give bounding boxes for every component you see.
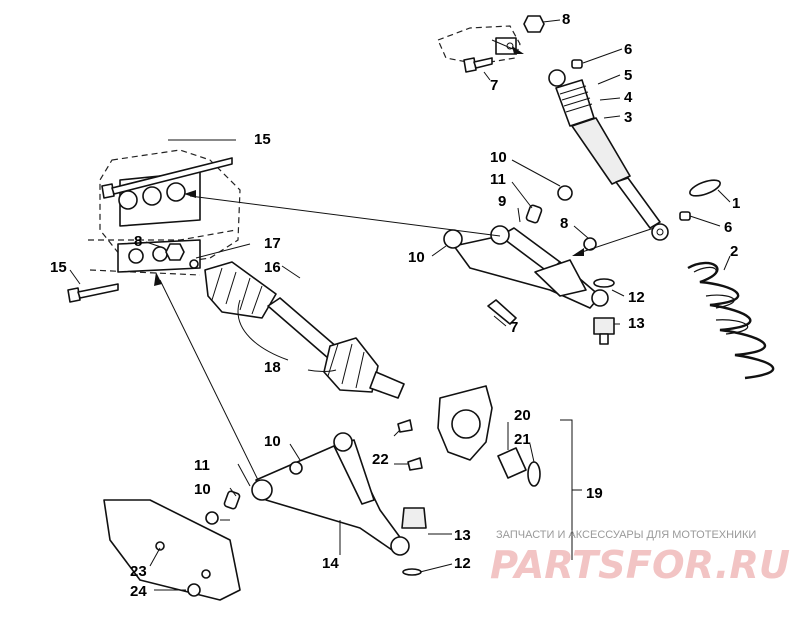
callout-8-arm: 8 <box>560 215 568 232</box>
callout-21: 21 <box>514 431 531 448</box>
callout-11-upper: 11 <box>490 171 506 188</box>
callout-24: 24 <box>130 583 147 600</box>
callout-15-lower: 15 <box>50 259 67 276</box>
callout-6-lower: 6 <box>724 219 732 236</box>
shock-absorber <box>548 69 669 241</box>
callout-10-lower-a: 10 <box>264 433 281 450</box>
callout-5: 5 <box>624 67 632 84</box>
callout-19: 19 <box>586 485 603 502</box>
callout-8-top: 8 <box>562 11 570 28</box>
leader-lines <box>69 19 731 591</box>
callout-15-upper: 15 <box>254 131 271 148</box>
bolt-6-upper <box>571 59 583 69</box>
callout-12-upper: 12 <box>628 289 645 306</box>
bolt-7-top <box>463 57 493 73</box>
callout-4: 4 <box>624 89 633 106</box>
callout-22: 22 <box>372 451 389 468</box>
callout-10-upper-a: 10 <box>490 149 507 166</box>
callout-11-lower: 11 <box>194 457 210 474</box>
nut-8-top <box>523 15 545 33</box>
steering-knuckle <box>397 385 493 471</box>
lower-a-arm <box>205 432 410 556</box>
nut-8-left <box>165 243 185 261</box>
callout-8-frame: 8 <box>134 233 142 250</box>
callout-17: 17 <box>264 235 281 252</box>
callout-7-upper: 7 <box>490 77 498 94</box>
arrowheads <box>154 46 584 286</box>
watermark-subtitle: ЗАПЧАСТИ И АКСЕССУАРЫ ДЛЯ МОТОТЕХНИКИ <box>496 529 756 541</box>
callout-labels: 1 2 3 4 5 6 6 7 7 8 8 8 9 10 10 10 10 11… <box>50 11 740 600</box>
a-arm-guard <box>103 499 241 601</box>
callout-3: 3 <box>624 109 632 126</box>
callout-7-lower: 7 <box>510 319 518 336</box>
frame-lower-mount <box>88 149 241 276</box>
callout-9: 9 <box>498 193 506 210</box>
callout-6-upper: 6 <box>624 41 632 58</box>
cv-axle <box>189 259 405 399</box>
bolt-15-lower <box>67 283 119 303</box>
ball-joint-upper <box>593 317 615 345</box>
callout-13-lower: 13 <box>454 527 471 544</box>
callout-18: 18 <box>264 359 281 376</box>
bolt-15-upper <box>101 157 233 199</box>
callout-14: 14 <box>322 555 339 572</box>
callout-16: 16 <box>264 259 281 276</box>
wheel-bearing <box>497 447 541 487</box>
callout-13-upper: 13 <box>628 315 645 332</box>
callout-10-lower-b: 10 <box>194 481 211 498</box>
callout-10-upper-b: 10 <box>408 249 425 266</box>
bolt-6-lower <box>679 211 691 221</box>
watermark-brand: PARTSFOR.RU <box>490 543 790 587</box>
callout-1: 1 <box>732 195 740 212</box>
upper-a-arm <box>443 185 615 325</box>
callout-12-lower: 12 <box>454 555 471 572</box>
callout-23: 23 <box>130 563 147 580</box>
callout-20: 20 <box>514 407 531 424</box>
watermark: ЗАПЧАСТИ И АКСЕССУАРЫ ДЛЯ МОТОТЕХНИКИ PA… <box>490 529 790 587</box>
callout-2: 2 <box>730 243 738 260</box>
coil-spring <box>687 179 775 380</box>
frame-upper-mount <box>437 25 521 65</box>
